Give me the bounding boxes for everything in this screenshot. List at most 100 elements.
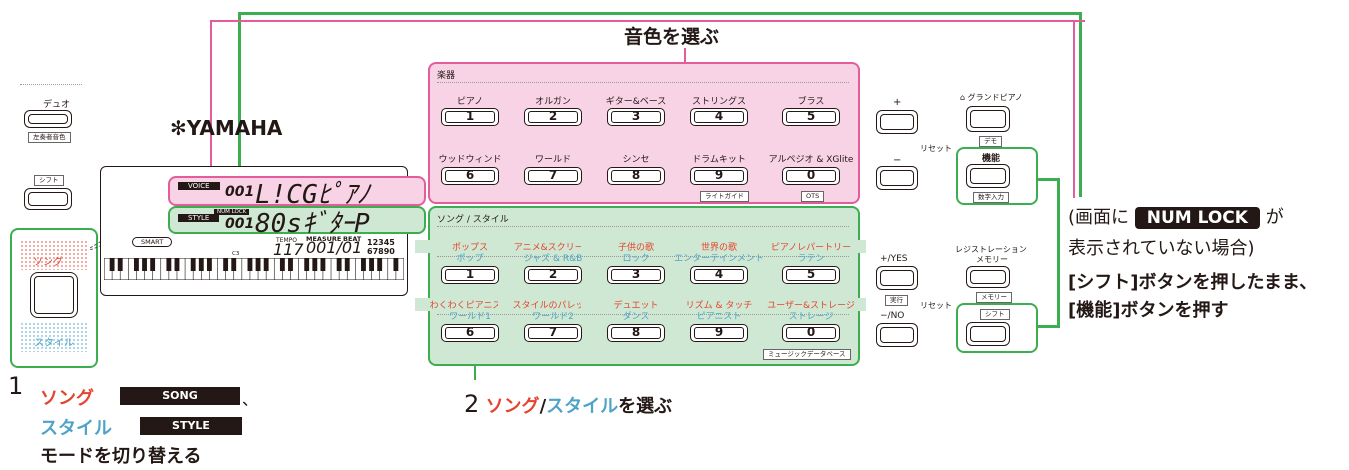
music-database-tag: ミュージックデータベース xyxy=(763,349,851,360)
voice-row1-button-2[interactable]: 2 xyxy=(524,108,582,126)
song-row2-song-label-3: デュエット xyxy=(581,298,691,311)
black-key xyxy=(263,258,269,271)
song-style-heading: ソング / スタイル xyxy=(437,215,509,225)
song-row1-style-label-5: ラテン xyxy=(797,254,825,264)
black-key xyxy=(247,258,253,271)
voice-row1-label-2: オルガン xyxy=(535,97,571,107)
song-row1-button-number: 4 xyxy=(714,267,724,281)
song-row1-button-number: 2 xyxy=(548,267,558,281)
grand-piano-button[interactable] xyxy=(966,106,1010,132)
registration-memory-button[interactable] xyxy=(966,266,1010,288)
minus-button[interactable] xyxy=(876,166,918,190)
style-mode-label: スタイル xyxy=(34,338,74,349)
plus-button[interactable] xyxy=(876,110,918,134)
connector-right-vertical-pink xyxy=(1073,20,1075,198)
callout-line3: [シフト]ボタンを押したまま、 xyxy=(1068,272,1318,293)
lcd-style-name: 80sｷﾞﾀｰP xyxy=(255,209,370,239)
lcd-style-tag: STYLE xyxy=(178,214,220,222)
song-row1-button-number: 5 xyxy=(806,267,816,281)
keyboard-keys xyxy=(104,258,404,280)
song-row1-button-1[interactable]: 1 xyxy=(441,266,499,284)
voice-row1-button-3[interactable]: 3 xyxy=(607,108,665,126)
duo-button[interactable] xyxy=(24,110,72,128)
song-row1-style-label-1: ポップ xyxy=(456,254,484,264)
duo-label: デュオ xyxy=(43,100,71,110)
voice-row2-button-3[interactable]: 8 xyxy=(607,167,665,185)
song-row2-button-number: 6 xyxy=(465,325,475,339)
lcd-tempo-label: TEMPO xyxy=(276,237,297,244)
voice-row1-label-4: ストリングス xyxy=(691,97,746,107)
plus-yes-button[interactable] xyxy=(876,266,918,290)
top-connector-green xyxy=(238,12,1082,15)
voice-row1-button-number: 2 xyxy=(548,109,558,123)
song-row1-button-number: 1 xyxy=(465,267,475,281)
voice-row2-button-1[interactable]: 6 xyxy=(441,167,499,185)
reset-label-1: リセット xyxy=(920,144,952,153)
smart-tag: SMART xyxy=(132,237,173,247)
voice-row1-button-5[interactable]: 5 xyxy=(782,108,840,126)
song-row2-button-number: 0 xyxy=(806,325,816,339)
song-row2-style-label-4: ピアニスト xyxy=(696,312,742,322)
black-key xyxy=(255,258,261,271)
song-style-mode-button[interactable] xyxy=(30,272,78,318)
black-key xyxy=(361,258,366,271)
song-row2-song-label-1: わくわくピアニスト xyxy=(415,298,525,311)
minus-label: − xyxy=(893,155,902,166)
voice-row1-button-number: 5 xyxy=(806,109,816,123)
lcd-numlock-tag: NUM LOCK xyxy=(214,209,250,215)
song-row1-button-5[interactable]: 5 xyxy=(782,266,840,284)
step2-heading: 2 ソング/スタイルを選ぶ xyxy=(464,390,672,418)
voice-row2-button-4[interactable]: 9 xyxy=(690,167,748,185)
step2-stem xyxy=(474,366,476,380)
song-row2-button-3[interactable]: 8 xyxy=(607,324,665,342)
black-key xyxy=(320,258,326,271)
voice-row2-label-4: ドラムキット xyxy=(692,155,746,165)
numeric-input-tag: 数字入力 xyxy=(973,192,1009,203)
shift-tag-left: シフト xyxy=(34,175,64,186)
voice-row1-button-1[interactable]: 1 xyxy=(441,108,499,126)
step1-comma: 、 xyxy=(242,390,259,409)
black-key xyxy=(223,258,229,271)
function-button[interactable] xyxy=(966,164,1010,188)
black-key xyxy=(304,258,310,271)
black-key xyxy=(393,258,399,271)
song-row2-button-number: 8 xyxy=(631,325,641,339)
song-row2-song-label-4: リズム & タッチ xyxy=(664,298,774,311)
duo-sub-tag: 左奏者音色 xyxy=(28,132,71,143)
song-row1-song-label-1: ポップス xyxy=(415,240,525,253)
voice-row2-button-number: 8 xyxy=(631,168,641,182)
voice-row2-button-2[interactable]: 7 xyxy=(524,167,582,185)
black-key xyxy=(109,258,115,271)
voice-row1-button-4[interactable]: 4 xyxy=(690,108,748,126)
voice-row1-label-5: ブラス xyxy=(797,97,825,107)
song-row1-button-2[interactable]: 2 xyxy=(524,266,582,284)
voice-row1-label-1: ピアノ xyxy=(456,97,484,107)
callout-line2: 表示されていない場合) xyxy=(1068,238,1255,259)
voice-display-highlight xyxy=(168,176,426,206)
minus-no-button[interactable] xyxy=(876,323,918,347)
black-key xyxy=(377,258,383,271)
voice-row1-button-number: 1 xyxy=(465,109,475,123)
step1-tail: モードを切り替える xyxy=(40,446,202,467)
ots-tag: OTS xyxy=(801,191,825,202)
voice-row2-label-5: アルペジオ & XGlite xyxy=(768,155,854,165)
voice-row2-label-2: ワールド xyxy=(534,155,571,165)
shift-button-right[interactable] xyxy=(966,322,1010,346)
black-key xyxy=(369,258,374,271)
step1-song-badge: SONG xyxy=(120,387,240,405)
song-row2-dots-2 xyxy=(437,314,849,315)
song-row2-button-4[interactable]: 9 xyxy=(690,324,748,342)
song-row2-button-5[interactable]: 0 xyxy=(782,324,840,342)
voice-row2-button-5[interactable]: 0 xyxy=(782,167,840,185)
reset-label-2: リセット xyxy=(920,301,952,310)
song-row1-button-4[interactable]: 4 xyxy=(690,266,748,284)
yamaha-emblem-icon: ✻ xyxy=(170,116,187,140)
song-row2-button-1[interactable]: 6 xyxy=(441,324,499,342)
song-row1-button-3[interactable]: 3 xyxy=(607,266,665,284)
song-row2-button-2[interactable]: 7 xyxy=(524,324,582,342)
voice-row2-button-number: 9 xyxy=(714,168,724,182)
black-key xyxy=(117,258,123,271)
shift-button-left[interactable] xyxy=(24,188,72,210)
voice-row2-button-number: 6 xyxy=(465,168,475,182)
black-key xyxy=(198,258,204,271)
